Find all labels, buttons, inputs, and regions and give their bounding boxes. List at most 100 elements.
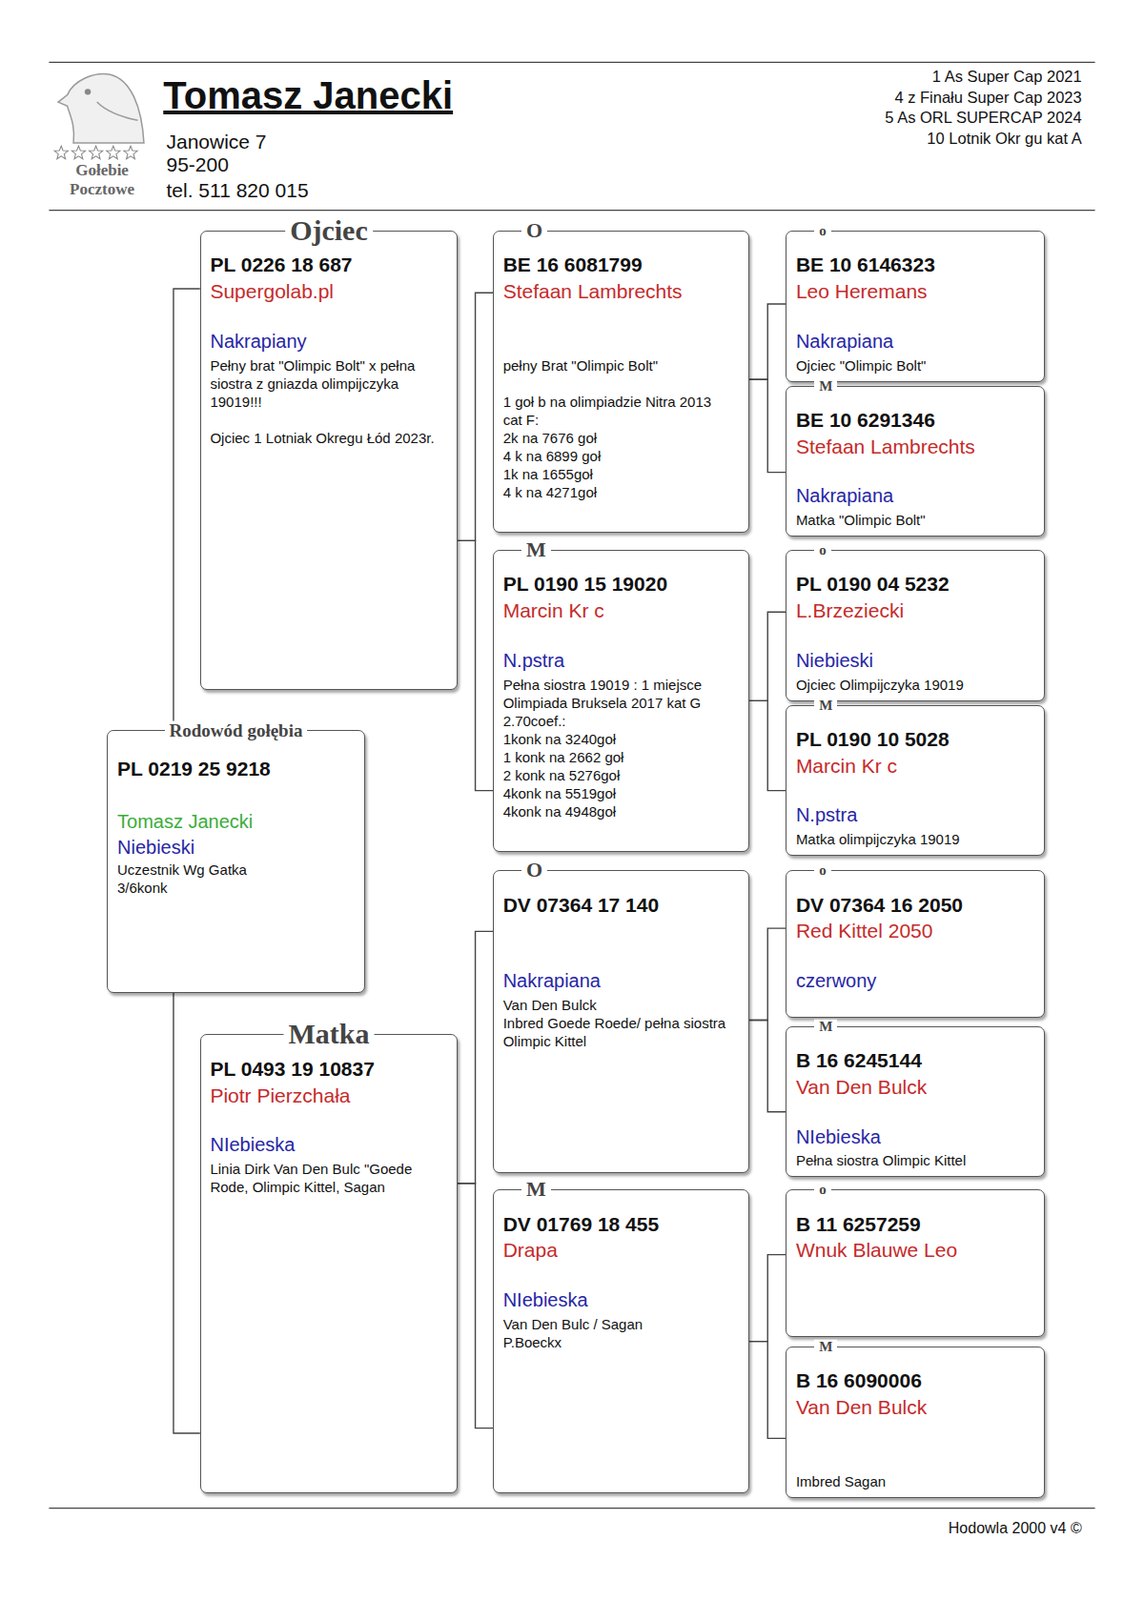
notes-block: Linia Dirk Van Den Bulc "Goede Rode, Oli… <box>209 1160 439 1197</box>
plumage-color: NIebieska <box>503 1288 589 1312</box>
notes-block: Ojciec Olimpijczyka 19019 <box>796 675 1026 695</box>
ring-number: B 16 6090006 <box>796 1368 922 1393</box>
pedigree-connector <box>749 304 786 380</box>
pedigree-note: 1 goł b na olimpiadzie Nitra 2013 cat F: <box>503 392 732 429</box>
pedigree-connector <box>457 931 493 1184</box>
plumage-color: Nakrapiana <box>796 329 894 353</box>
plumage-color: Nakrapiana <box>503 969 601 993</box>
pedigree-note: Matka olimpijczyka 19019 <box>796 830 1026 849</box>
pedigree-note: Pełny brat "Olimpic Bolt" x pełna siostr… <box>209 356 439 411</box>
owner-name: Tomasz Janecki <box>117 810 253 834</box>
box-heading: M <box>814 378 838 393</box>
box-heading: M <box>521 1179 552 1201</box>
pedigree-note: Inbred Goede Roede/ pełna siostra Olimpi… <box>503 1014 732 1051</box>
pedigree-box: Matka olimpijczyka 19019MPL 0190 10 5028… <box>785 705 1044 858</box>
breeder-name: Wnuk Blauwe Leo <box>796 1238 958 1263</box>
plumage-color: N.pstra <box>503 649 565 673</box>
breeder-name: Marcin Kr c <box>503 598 605 623</box>
star-symbol <box>88 145 103 160</box>
star-symbol <box>106 145 121 160</box>
pedigree-connector <box>173 288 201 732</box>
breeder-name: Van Den Bulck <box>796 1395 927 1420</box>
pedigree-note: 1 konk na 2662 goł <box>503 748 732 767</box>
box-heading: Ojciec <box>285 215 373 245</box>
ring-number: DV 01769 18 455 <box>503 1212 659 1237</box>
pedigree-note: 1konk na 3240goł <box>503 730 732 749</box>
pedigree-connector <box>749 379 786 472</box>
rule-line <box>48 1508 1095 1510</box>
plumage-color: N.pstra <box>796 803 858 827</box>
pedigree-box: oB 11 6257259Wnuk Blauwe Leo <box>785 1189 1044 1338</box>
achievement-line: 5 As ORL SUPERCAP 2024 <box>884 108 1082 128</box>
breeder-name: L.Brzeziecki <box>796 598 904 623</box>
breeder-name: Piotr Pierzchała <box>209 1083 350 1108</box>
pedigree-box: Van Den BulckInbred Goede Roede/ pełna s… <box>492 870 750 1174</box>
plumage-color: Nakrapiana <box>796 484 894 508</box>
pedigree-note: 4 k na 6899 goł <box>503 447 732 466</box>
pedigree-note: 4konk na 5519goł <box>503 784 732 803</box>
box-heading: o <box>814 1183 832 1198</box>
pedigree-connector <box>749 928 786 1021</box>
pedigree-connector <box>749 1020 786 1112</box>
pedigree-box: Uczestnik Wg Gatka3/6konkRodowód gołębia… <box>106 730 365 993</box>
logo-text: Gołebie <box>75 161 129 181</box>
notes-block: Pełna siostra Olimpic Kittel <box>796 1151 1026 1170</box>
pedigree-connector <box>749 700 786 791</box>
pedigree-connector <box>749 1342 786 1440</box>
breeder-name: Stefaan Lambrechts <box>503 279 683 304</box>
pigeon-logo <box>58 74 144 143</box>
pedigree-box: Ojciec Olimpijczyka 19019oPL 0190 04 523… <box>785 550 1044 702</box>
box-heading: O <box>521 859 548 881</box>
pedigree-box: oDV 07364 16 2050Red Kittel 2050czerwony <box>785 870 1044 1019</box>
box-heading: O <box>521 220 548 242</box>
notes-block: Van Den Bulc / SaganP.Boeckx <box>503 1315 732 1352</box>
pedigree-connector <box>457 540 493 791</box>
box-heading: M <box>814 1340 838 1355</box>
pedigree-box: Linia Dirk Van Den Bulc "Goede Rode, Oli… <box>200 1034 458 1494</box>
ring-number: BE 10 6146323 <box>796 252 936 277</box>
pedigree-note: 3/6konk <box>117 878 347 898</box>
page-title: Tomasz Janecki <box>163 72 453 119</box>
pedigree-box: Imbred SaganMB 16 6090006Van Den Bulck <box>785 1347 1044 1499</box>
rule-line <box>48 209 1095 211</box>
logo-text: Pocztowe <box>69 180 135 200</box>
notes-block: Uczestnik Wg Gatka3/6konk <box>117 860 347 898</box>
rule-line <box>48 61 1095 63</box>
star-symbol <box>123 145 138 160</box>
plumage-color: Niebieski <box>796 649 874 673</box>
pedigree-connector <box>457 1184 493 1430</box>
pedigree-note: 1k na 1655goł <box>503 465 732 484</box>
pedigree-note: Van Den Bulc / Sagan <box>503 1315 732 1334</box>
ring-number: B 11 6257259 <box>796 1212 921 1237</box>
pedigree-note: 2 konk na 5276goł <box>503 766 732 785</box>
pedigree-box: Matka "Olimpic Bolt"MBE 10 6291346Stefaa… <box>785 386 1044 538</box>
pedigree-connector <box>749 1255 786 1343</box>
pedigree-note: Uczestnik Wg Gatka <box>117 860 347 879</box>
pedigree-note: 4 k na 4271goł <box>503 483 732 502</box>
pedigree-note: Pełna siostra Olimpic Kittel <box>796 1151 1026 1170</box>
pedigree-box: Ojciec "Olimpic Bolt"oBE 10 6146323Leo H… <box>785 230 1044 383</box>
pedigree-box: Pełna siostra 19019 : 1 miejsce Olimpiad… <box>492 550 750 853</box>
plumage-color: NIebieska <box>209 1133 295 1157</box>
ring-number: PL 0190 10 5028 <box>796 727 950 752</box>
achievement-line: 10 Lotnik Okr gu kat A <box>926 129 1082 149</box>
pedigree-note: Ojciec 1 Lotniak Okregu Łód 2023r. <box>209 429 439 448</box>
plumage-color: Nakrapiany <box>209 329 307 353</box>
plumage-color: Niebieski <box>117 836 195 859</box>
box-heading: M <box>814 697 838 713</box>
plumage-color: czerwony <box>796 969 877 993</box>
notes-block: Van Den BulckInbred Goede Roede/ pełna s… <box>503 996 732 1051</box>
box-heading: o <box>814 224 832 239</box>
pedigree-note: Matka "Olimpic Bolt" <box>796 510 1026 530</box>
box-heading: Rodowód gołębia <box>164 721 308 740</box>
pedigree-note: Ojciec "Olimpic Bolt" <box>796 356 1026 375</box>
address-line: Janowice 7 <box>165 129 266 154</box>
ring-number: PL 0226 18 687 <box>209 252 352 277</box>
star-symbol <box>54 145 68 160</box>
box-heading: M <box>814 1020 838 1035</box>
phone-line: tel. 511 820 015 <box>165 179 308 204</box>
box-heading: Matka <box>283 1020 374 1049</box>
pedigree-note: 2k na 7676 goł <box>503 429 732 448</box>
ring-number: PL 0190 04 5232 <box>796 572 950 596</box>
pedigree-connector <box>173 993 201 1434</box>
